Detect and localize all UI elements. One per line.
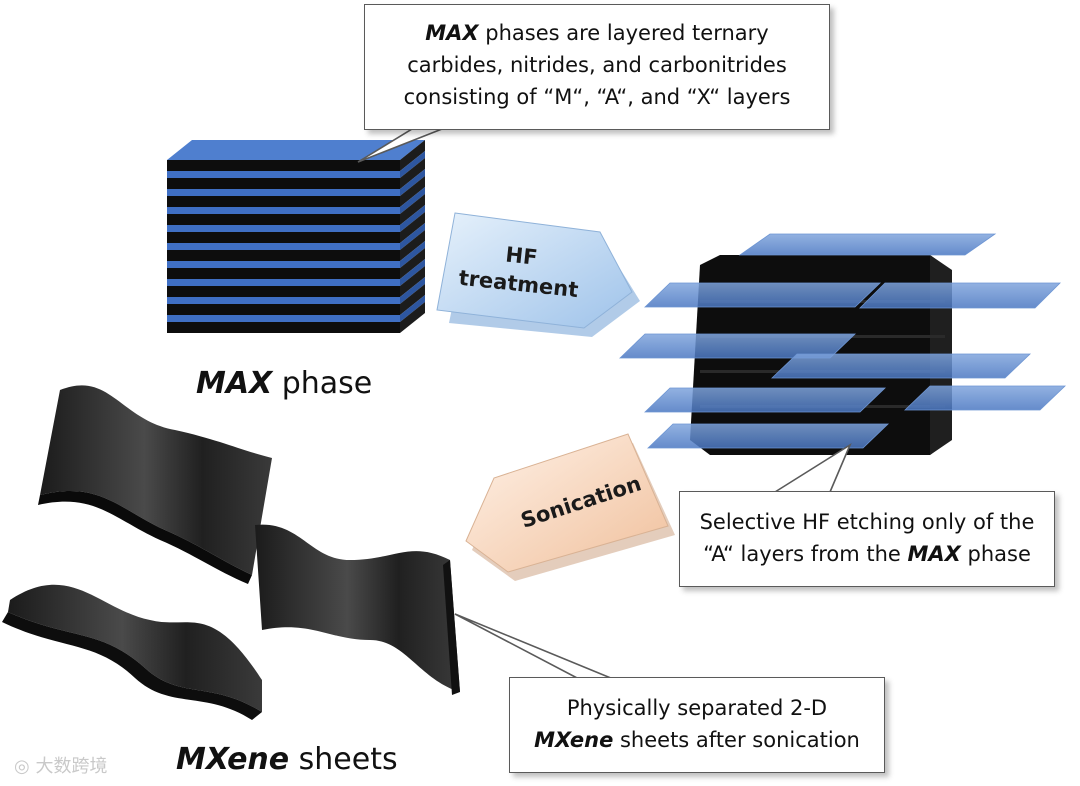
max-black-layer-side — [400, 212, 425, 243]
max-black-layer — [167, 196, 400, 207]
watermark-logo-icon: ◎ — [14, 756, 30, 777]
max-black-layer — [167, 304, 400, 315]
sheets-callout: Physically separated 2-D MXene sheets af… — [509, 677, 885, 773]
sheets-callout-bold: MXene — [534, 728, 614, 752]
hf-treatment-arrow — [436, 212, 640, 337]
max-black-layer — [167, 322, 400, 333]
mxene-sheet-top — [38, 385, 272, 584]
max-black-layer-side — [400, 176, 425, 207]
max-stack-top-face — [167, 140, 425, 160]
sheets-callout-line1: Physically separated 2-D — [566, 696, 828, 720]
etching-callout-line1: Selective HF etching only of the — [699, 510, 1035, 534]
max-phase-callout-bold: MAX — [425, 21, 479, 45]
max-black-layer — [167, 232, 400, 243]
max-phase-callout: MAX phases are layered ternary carbides,… — [364, 4, 830, 130]
mxene-sheets-label: MXene sheets — [176, 742, 398, 777]
etching-callout-line2-pre: “A“ layers from the — [703, 542, 908, 566]
mxene-sheet-right — [255, 524, 460, 695]
max-blue-layer — [167, 297, 400, 304]
sonication-arrow — [465, 433, 675, 581]
max-blue-layer — [167, 315, 400, 322]
max-blue-layer-side — [400, 277, 425, 304]
mxene-sheets-label-bold: MXene — [176, 742, 290, 777]
max-blue-layer — [167, 225, 400, 232]
max-blue-layer-side — [400, 187, 425, 214]
etching-callout-bold: MAX — [907, 542, 961, 566]
max-phase-label-bold: MAX — [196, 366, 273, 401]
max-black-layer — [167, 250, 400, 261]
etched-max-stack — [619, 233, 1066, 455]
sheets-callout-line2: sheets after sonication — [613, 728, 860, 752]
max-phase-label-rest: phase — [272, 366, 373, 401]
etched-blue-plate — [644, 282, 881, 308]
etched-blue-plate — [644, 387, 886, 413]
etched-blue-plate — [738, 233, 997, 256]
max-blue-layer — [167, 171, 400, 178]
mxene-sheets — [2, 385, 460, 720]
max-black-layer — [167, 160, 400, 171]
etching-callout-line2-post: phase — [960, 542, 1031, 566]
max-phase-callout-line2: carbides, nitrides, and carbonitrides — [407, 53, 787, 77]
max-black-layer-side — [400, 194, 425, 225]
max-blue-layer — [167, 243, 400, 250]
max-black-layer-side — [400, 302, 425, 333]
max-blue-layer-side — [400, 295, 425, 322]
mxene-sheets-label-rest: sheets — [289, 742, 398, 777]
max-blue-layer-side — [400, 169, 425, 196]
max-blue-layer-side — [400, 223, 425, 250]
etching-callout: Selective HF etching only of the “A“ lay… — [679, 491, 1055, 587]
mxene-sheet-bottom — [2, 584, 262, 720]
etched-blue-plate — [771, 353, 1031, 379]
max-blue-layer-side — [400, 259, 425, 286]
max-phase-stack — [167, 140, 425, 333]
max-black-layer — [167, 268, 400, 279]
max-blue-layer — [167, 261, 400, 268]
max-blue-layer — [167, 279, 400, 286]
max-black-layer-side — [400, 140, 425, 171]
etched-blue-plate — [647, 423, 889, 449]
etched-blue-plate — [619, 333, 856, 359]
max-blue-layer-side — [400, 151, 425, 178]
watermark: ◎ 大数跨境 — [14, 752, 107, 778]
max-phase-label: MAX phase — [196, 366, 372, 401]
max-black-layer-side — [400, 266, 425, 297]
etched-blue-plate — [904, 385, 1066, 411]
max-blue-layer-side — [400, 241, 425, 268]
max-blue-layer — [167, 207, 400, 214]
max-black-layer — [167, 214, 400, 225]
watermark-text: 大数跨境 — [35, 756, 108, 777]
max-black-layer — [167, 286, 400, 297]
etched-blue-plate — [859, 282, 1061, 309]
max-blue-layer — [167, 189, 400, 196]
max-black-layer-side — [400, 158, 425, 189]
max-black-layer-side — [400, 248, 425, 279]
max-phase-callout-line3: consisting of “M“, “A“, and “X“ layers — [403, 85, 791, 109]
max-black-layer-side — [400, 230, 425, 261]
max-black-layer — [167, 178, 400, 189]
max-blue-layer-side — [400, 205, 425, 232]
max-black-layer-side — [400, 284, 425, 315]
max-phase-callout-line1: phases are layered ternary — [478, 21, 769, 45]
